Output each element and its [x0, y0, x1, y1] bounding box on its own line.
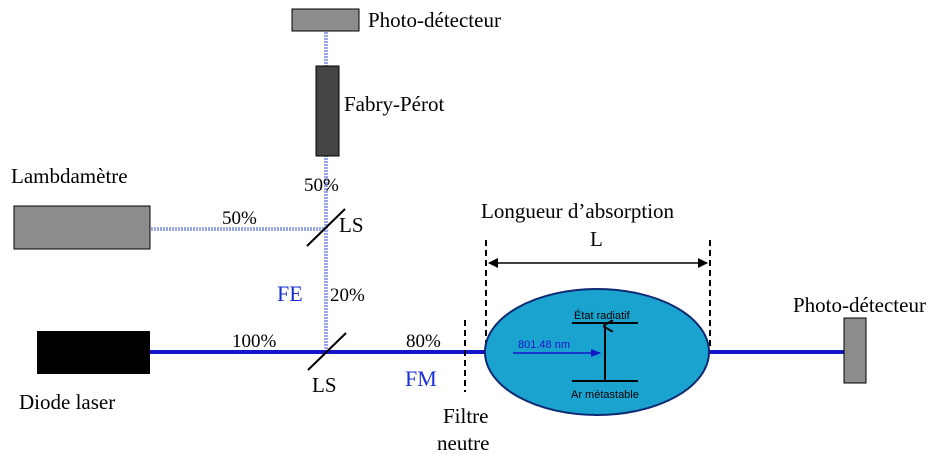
label-fabry-perot: Fabry-Pérot [344, 92, 444, 116]
beam-splitter-lower [307, 332, 347, 371]
label-diode-laser: Diode laser [19, 390, 115, 414]
label-photodetector-right: Photo-détecteur [793, 293, 926, 317]
photodetector-right [843, 317, 867, 384]
label-pct-20: 20% [330, 285, 365, 306]
beam-splitter-upper [306, 208, 346, 247]
label-pct-100: 100% [232, 331, 277, 352]
label-ar-metastable: Ar métastable [571, 389, 639, 401]
lambdametre [13, 205, 151, 250]
diode-laser [37, 331, 150, 374]
label-fe: FE [277, 281, 303, 306]
label-photodetector-top: Photo-détecteur [368, 8, 501, 32]
fabry-perot [315, 65, 340, 157]
label-filtre: Filtre [443, 404, 489, 428]
label-pct-50-vertical: 50% [304, 175, 339, 196]
label-pct-50-horizontal: 50% [222, 208, 257, 229]
label-ls-upper: LS [339, 213, 364, 237]
label-pct-80: 80% [406, 331, 441, 352]
label-ls-lower: LS [312, 373, 337, 397]
label-absorption-symbol: L [590, 227, 603, 251]
photodetector-top [291, 8, 360, 32]
label-lambdametre: Lambdamètre [11, 164, 128, 188]
label-fm: FM [405, 366, 437, 391]
label-etat-radiatif: État radiatif [574, 309, 631, 322]
label-neutre: neutre [437, 431, 489, 455]
label-absorption-title: Longueur d’absorption [481, 199, 675, 223]
label-wavelength: 801.48 nm [518, 339, 570, 351]
